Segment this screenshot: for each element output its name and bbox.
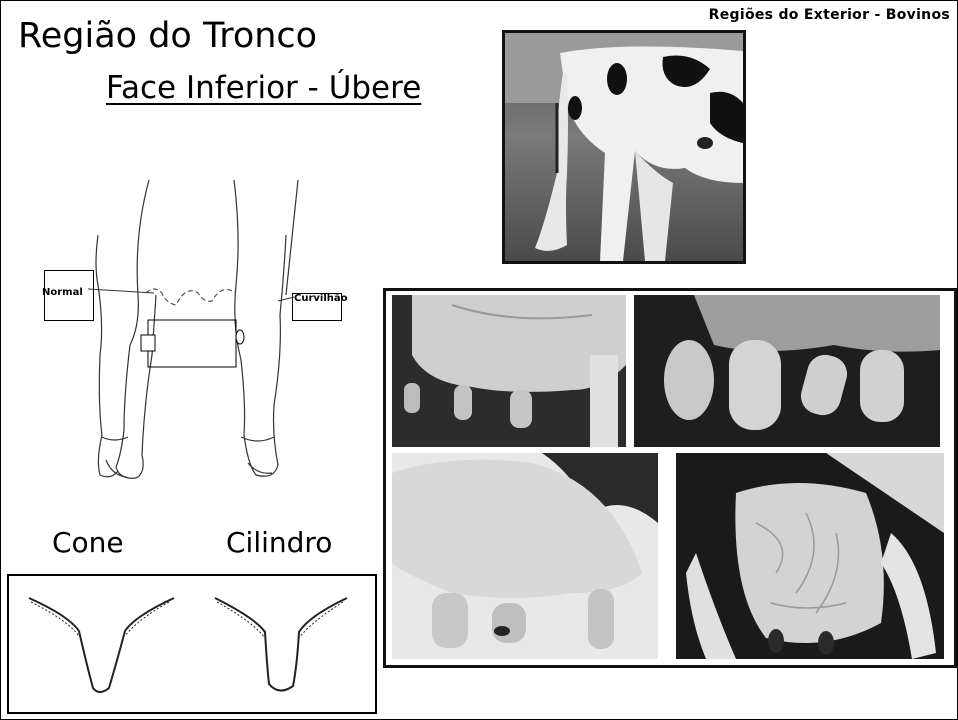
- udder-photo-3: [392, 453, 658, 659]
- udder-photos-frame: [383, 288, 957, 668]
- slide-title: Região do Tronco: [18, 16, 318, 56]
- udder-photo-2: [634, 295, 940, 447]
- udder-photo-1: [392, 295, 626, 447]
- normal-label-box: [44, 270, 94, 321]
- cone-label: Cone: [52, 526, 124, 559]
- cow-rear-photo-frame: [502, 30, 746, 264]
- udder-photo-4: [676, 453, 944, 659]
- teat-shapes-box: [7, 574, 377, 714]
- course-header: Regiões do Exterior - Bovinos: [708, 7, 950, 23]
- slide-subtitle: Face Inferior - Úbere: [106, 70, 422, 106]
- normal-label: Normal: [42, 287, 83, 298]
- curvilhao-label: Curvilhão: [294, 293, 348, 304]
- cilindro-label: Cilindro: [226, 526, 333, 559]
- teat-shapes-drawing: [28, 597, 348, 693]
- cow-rear-photo: [505, 33, 743, 261]
- curvilhao-label-box: [292, 293, 342, 321]
- legs-diagram: [87, 179, 299, 479]
